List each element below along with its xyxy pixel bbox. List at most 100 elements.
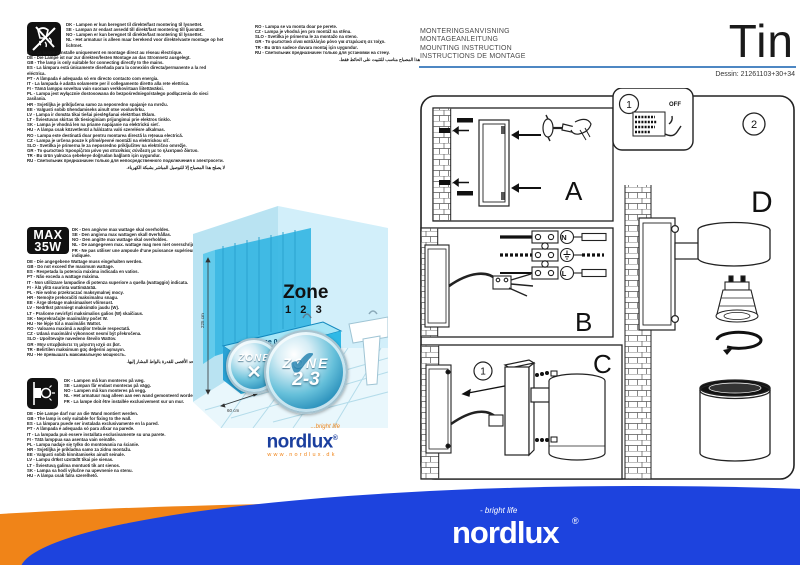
wall-only-overflow-lines: RO - Lampa se va monta doar pe perete.CZ…: [255, 24, 420, 62]
terminal-l-label: L: [562, 269, 567, 278]
instruction-line: NO - Lampen er kun beregnet til direkte/…: [66, 32, 203, 38]
instruction-line: TR - Bu ürün yalnızca şebekeye doğrudan …: [27, 153, 161, 159]
crossed-out-lamp-icon: [27, 22, 61, 56]
mounting-diagram: A: [420, 88, 795, 480]
step-circle-1: [618, 93, 640, 115]
panel-c: 1: [420, 344, 623, 480]
instruction-line: FI - Älä ylitä suurinta wattimäärää.: [27, 284, 97, 290]
direct-mains-lines-beside: DK - Lampen er kun beregnet til direkte/…: [66, 22, 240, 48]
instruction-line: GB - The lamp is only suitable for fixin…: [27, 416, 132, 422]
floor-dimension-label: 60 cm: [227, 408, 240, 413]
terminal-strip: [500, 229, 607, 281]
zone-excluded-mark: ✕: [246, 361, 262, 382]
shade-screws-bottom: [535, 436, 558, 443]
instruction-line: LT - Šviestuvą galima montuoti tik ant s…: [27, 462, 121, 468]
mounting-instruction-titles: MONTERINGSANVISNING MONTAGEANLEITUNG MOU…: [420, 28, 526, 62]
instruction-line: يجب عدم تجاوز الحد الأقصى للقدرة بالواط …: [126, 358, 225, 364]
instruction-line: RU - Светильник предназначен только для …: [255, 49, 390, 55]
gu10-bulb: [715, 275, 759, 323]
title-fr: INSTRUCTIONS DE MONTAGE: [420, 53, 526, 61]
nordlux-small-logo: ...bright life nordlux® www.nordlux.dk: [246, 424, 358, 459]
instruction-line: TR - Belirtilen maksimum güç değerini aş…: [27, 346, 125, 352]
zone-allowed-numbers: 2-3: [292, 369, 320, 390]
instruction-line: DE - Die angegebene Wattage muss eingeha…: [27, 259, 143, 264]
wall-plug-lower: [439, 178, 469, 187]
panel-d: D: [624, 185, 773, 479]
instruction-line: TR - Bu ürün sadece duvara montaj için u…: [255, 44, 358, 50]
dessin-number: Dessin: 21261103+30+34: [715, 71, 795, 78]
instruction-line: HU - A lámpa csak falra szerelhető.: [27, 472, 99, 478]
instruction-line: SLO - Upoštevajte navedeno število Watto…: [27, 336, 117, 342]
instruction-line: FR - La lampe s'installe uniquement en m…: [27, 50, 183, 55]
instruction-line: LV - Lampa ir domāta tikai tiešai pieslē…: [27, 111, 156, 117]
instruction-line: GB - The lamp is only suitable for conne…: [27, 60, 164, 66]
instruction-line: ES - La lámpara está únicamente diseñada…: [27, 65, 207, 76]
panel-b-label: B: [575, 307, 592, 337]
back-plate-c: [425, 364, 504, 454]
instruction-line: DE - Die Lampe ist nur zur direkten/fest…: [27, 55, 191, 61]
instruction-line: RO - Lampa se va monta doar pe perete.: [255, 24, 338, 29]
instruction-line: IT - La lampada può essere installata es…: [27, 431, 166, 437]
instruction-line: PT - Não exceda a wattage máxima.: [27, 274, 100, 280]
rotate-arrow: [715, 330, 763, 355]
footer-brand: nordlux: [452, 515, 560, 550]
footer-blue-dome: [21, 486, 800, 565]
instruction-line: PT - A lâmpada é adequada só para afixar…: [27, 426, 135, 432]
panel-a-label: A: [565, 176, 583, 206]
footer-registered-mark: ®: [572, 516, 579, 526]
instruction-line: NL - Het armatuur mag alleen aan een wan…: [64, 393, 197, 399]
instruction-line: IT - La lampada è adatta solamente per i…: [27, 80, 190, 86]
instruction-line: HR - Nemojte prekoračiti maksimalnu snag…: [27, 295, 119, 301]
instruction-line: FR - La lampe doit être installée exclus…: [64, 398, 185, 404]
instruction-line: FI - Tätä lamppua saa asentaa vain seinä…: [27, 436, 116, 442]
lamp-body-c: [503, 359, 606, 461]
instruction-line: FI - Tämä lamppu soveltuu vain suoraan v…: [27, 86, 164, 92]
instruction-line: لا يصلح هذا المصباح إلا للتوصيل المباشر …: [126, 165, 225, 171]
screw-arrow-upper: [511, 130, 541, 140]
instruction-line: NL - De aangegeven max. wattage mag men …: [72, 242, 201, 248]
panel-c-label: C: [593, 349, 612, 379]
instruction-line: NL - Het armatuur is alleen maar bereken…: [66, 37, 224, 48]
panel-a: A: [432, 107, 614, 222]
lamp-shade-d: [697, 221, 771, 267]
zone-slab-front: [215, 228, 311, 356]
title-da: MONTERINGSANVISNING: [420, 28, 510, 35]
bathtub-tap: [302, 313, 312, 319]
instruction-line: HU - Ne lépje túl a maximális Wattot.: [27, 320, 102, 326]
zone-slab-side: [203, 250, 215, 364]
back-plate-d: [638, 217, 722, 331]
instruction-line: ES - Respetada la potencia máxima indica…: [27, 269, 139, 275]
instruction-line: SE - Den angivna max wattagen skall över…: [72, 232, 172, 238]
height-dimension-arrow: [205, 257, 211, 395]
screw-lower: [457, 191, 473, 196]
instruction-line: GB - Do not exceed the maximum wattage.: [27, 264, 114, 270]
instruction-line: LV - Nedrīkst pārsniegt maksimālo jaudu …: [27, 305, 120, 311]
instruction-line: HR - Svjetiljka je priključena samo za n…: [27, 101, 168, 107]
nordlux-name: nordlux: [266, 431, 334, 453]
instruction-line: RO - Valoarea maximă a waților trebuie r…: [27, 326, 131, 332]
instruction-line: HU - A lámpa csak közvetlenül a hálózatr…: [27, 127, 165, 133]
instruction-line: EE - Valgusti sobib kinnitamiseks ainult…: [27, 452, 125, 458]
instruction-line: GR - Το φωτιστικό είναι κατάλληλο μόνο γ…: [255, 39, 386, 45]
instruction-line: PL - Lampa nadaje się tylko do montowani…: [27, 441, 140, 447]
nordlux-tagline-small: ...bright life: [310, 424, 340, 430]
instruction-line: DK - Den angivne max wattage skal overho…: [72, 227, 170, 232]
back-plate-b: [424, 244, 534, 328]
instruction-line: SE - Lampan är endast avsedd till direkt…: [66, 27, 205, 33]
max-wattage-lines-beside: DK - Den angivne max wattage skal overho…: [72, 227, 240, 258]
earth-symbol: [563, 250, 571, 260]
instruction-line: GR - Το φωτιστικό προορίζεται μόνο για α…: [27, 147, 199, 153]
screw-upper: [457, 118, 473, 123]
instruction-line: RU - Светильник предназначен только для …: [27, 158, 224, 164]
instruction-line: HR - Svjetiljka je prikladna samo za zid…: [27, 447, 132, 453]
instruction-line: SK - Lampa sa hodí výlučne na upevnenie …: [27, 467, 133, 473]
zone-allowed-checkmark: ✔: [288, 345, 317, 383]
instruction-line: SK - Neprekračujte maximálny počet W.: [27, 315, 108, 321]
terminal-n-label: N: [561, 233, 566, 242]
instruction-line: CZ - Udaná maximální výkonnost nesmí být…: [27, 331, 142, 337]
instruction-line: هذا المصباح مناسب للتثبيت على الحائط فقط…: [339, 56, 420, 62]
instruction-line: PL - Nie wolno przekraczać maksymalnej m…: [27, 289, 124, 295]
instruction-line: DK - Lampen må kun monteres på væg.: [64, 378, 145, 383]
instruction-line: LT - Šviestuvas skirtas tik tiesioginiam…: [27, 117, 171, 123]
